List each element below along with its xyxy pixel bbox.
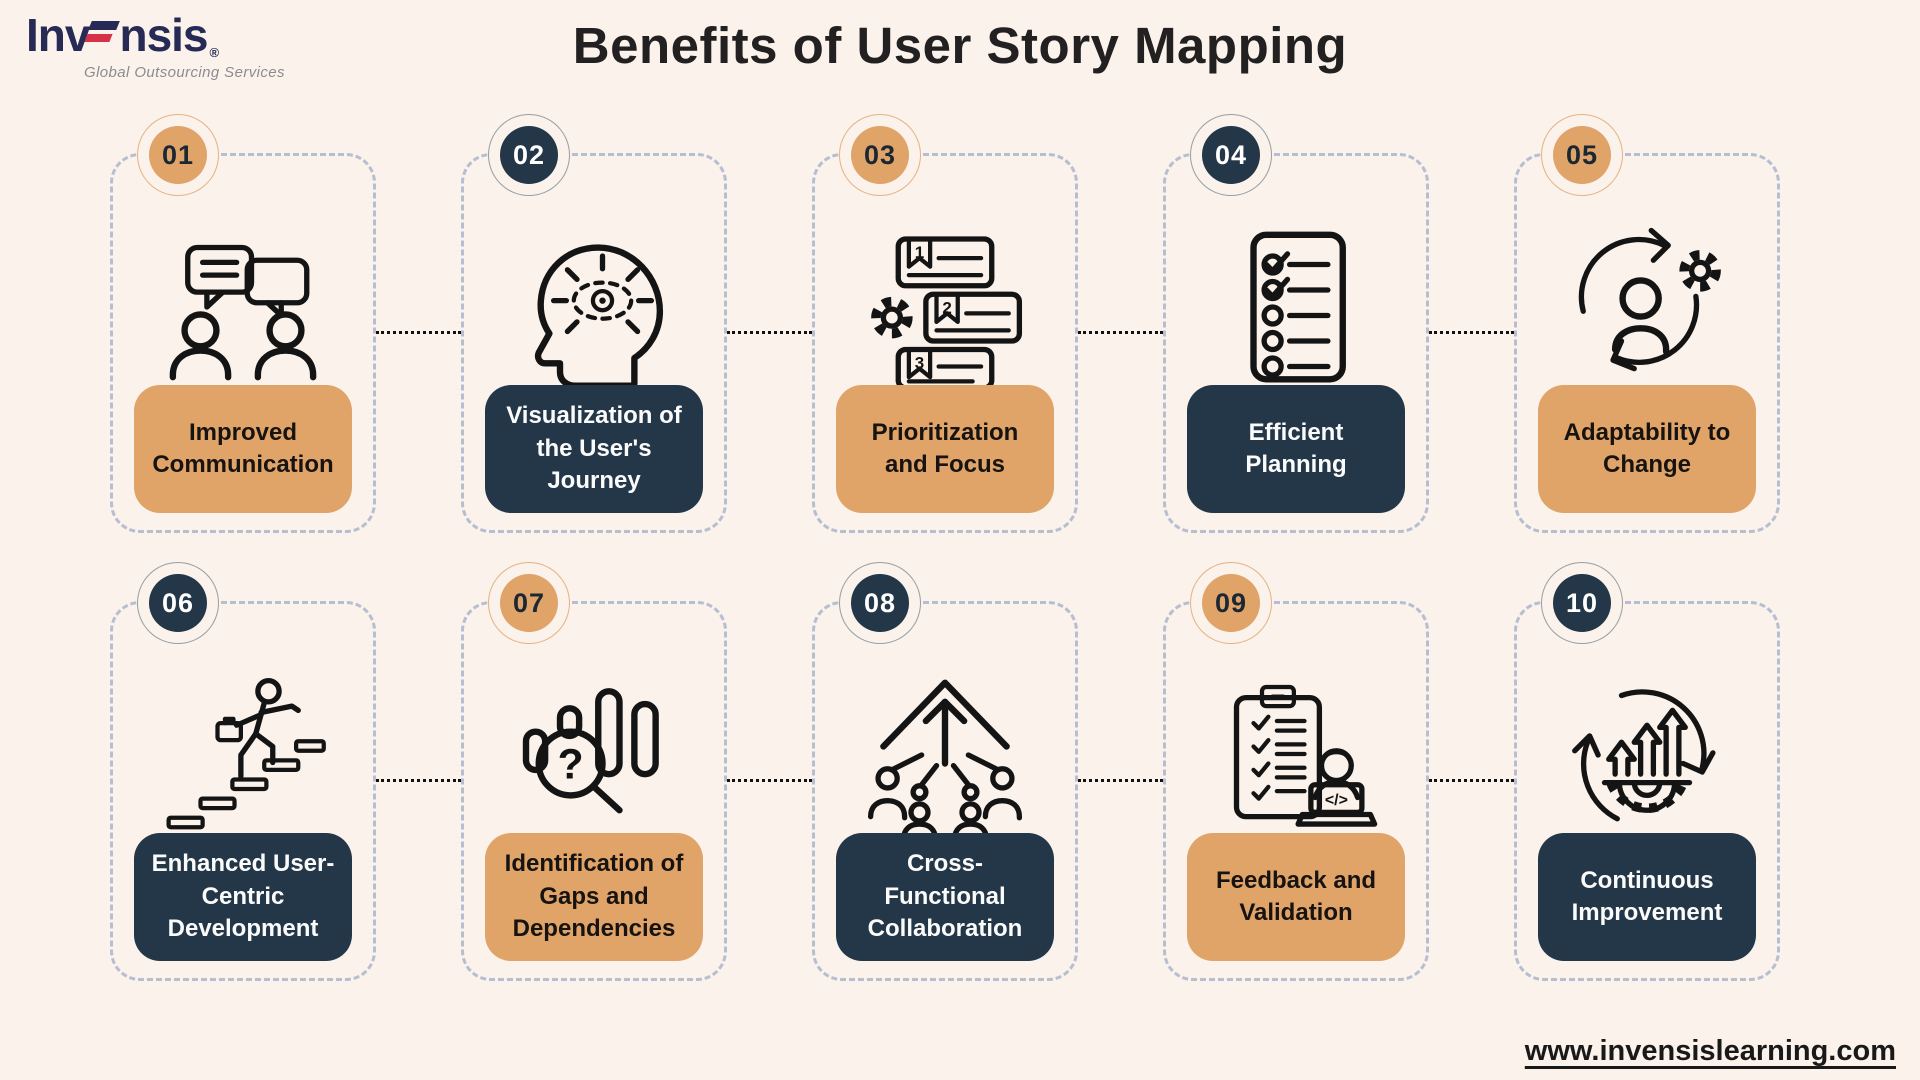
benefit-label: Prioritization and Focus — [836, 385, 1054, 513]
connector-dotted-line — [1429, 779, 1514, 782]
adaptability-icon — [1578, 227, 1721, 372]
number-badge: 07 — [500, 574, 558, 632]
card-icon-area — [113, 650, 373, 860]
number-badge-halo: 04 — [1190, 114, 1272, 196]
website-link[interactable]: www.invensislearning.com — [1524, 1035, 1896, 1067]
number-badge-halo: 06 — [137, 562, 219, 644]
number-badge-halo: 07 — [488, 562, 570, 644]
benefit-card-08: 08 Cross- Func — [812, 562, 1078, 981]
card-icon-area — [113, 202, 373, 412]
number-badge-halo: 08 — [839, 562, 921, 644]
card-icon-area — [1517, 650, 1777, 860]
number-badge: 09 — [1202, 574, 1260, 632]
benefit-card-10: 10 Continuous Improvement — [1514, 562, 1780, 981]
number-badge: 06 — [149, 574, 207, 632]
number-badge: 08 — [851, 574, 909, 632]
card-icon-area — [1166, 202, 1426, 412]
benefit-card-05: 05 Adaptability to Change — [1514, 114, 1780, 533]
connector-dotted-line — [376, 331, 461, 334]
benefit-label: Continuous Improvement — [1538, 833, 1756, 961]
career-stairs-icon — [166, 677, 326, 830]
svg-text:3: 3 — [915, 354, 924, 373]
card-icon-area — [815, 650, 1075, 860]
feedback-clipboard-icon: </> — [1233, 684, 1378, 827]
svg-text:</>: </> — [1325, 792, 1348, 809]
number-badge-halo: 05 — [1541, 114, 1623, 196]
benefit-card-01: 01 Improved Communication — [110, 114, 376, 533]
card-icon-area: </> — [1166, 650, 1426, 860]
benefit-label: Efficient Planning — [1187, 385, 1405, 513]
number-badge-halo: 10 — [1541, 562, 1623, 644]
number-badge: 01 — [149, 126, 207, 184]
number-badge: 03 — [851, 126, 909, 184]
number-badge-halo: 09 — [1190, 562, 1272, 644]
card-icon-area — [1517, 202, 1777, 412]
gap-search-icon: ? — [522, 688, 659, 814]
number-badge-halo: 01 — [137, 114, 219, 196]
number-badge: 10 — [1553, 574, 1611, 632]
benefit-label: Enhanced User- Centric Development — [134, 833, 352, 961]
connector-dotted-line — [727, 331, 812, 334]
svg-text:2: 2 — [942, 298, 951, 317]
benefit-card-07: 07 ? Identification of Gaps and Dependen… — [461, 562, 727, 981]
connector-dotted-line — [1429, 331, 1514, 334]
benefit-card-03: 03 1 2 3 Prioritization and Focus — [812, 114, 1078, 533]
communication-icon — [169, 244, 317, 381]
registered-trademark: ® — [209, 45, 220, 60]
benefit-label: Visualization of the User's Journey — [485, 385, 703, 513]
benefit-card-04: 04 Efficient Planning — [1163, 114, 1429, 533]
connector-dotted-line — [1078, 779, 1163, 782]
prioritization-icon: 1 2 3 — [871, 236, 1023, 391]
svg-text:1: 1 — [915, 243, 924, 262]
card-icon-area: 1 2 3 — [815, 202, 1075, 412]
svg-text:?: ? — [558, 741, 584, 788]
connector-dotted-line — [727, 779, 812, 782]
connector-dotted-line — [1078, 331, 1163, 334]
benefit-label: Identification of Gaps and Dependencies — [485, 833, 703, 961]
benefit-label: Feedback and Validation — [1187, 833, 1405, 961]
number-badge: 02 — [500, 126, 558, 184]
card-icon-area — [464, 202, 724, 412]
benefit-card-09: 09 </> Feedback and Validation — [1163, 562, 1429, 981]
number-badge-halo: 03 — [839, 114, 921, 196]
connector-dotted-line — [376, 779, 461, 782]
number-badge: 04 — [1202, 126, 1260, 184]
planning-checklist-icon — [1250, 231, 1346, 383]
benefit-label: Cross- Functional Collaboration — [836, 833, 1054, 961]
card-icon-area: ? — [464, 650, 724, 860]
benefit-card-02: 02 Visualization of the User's Journey — [461, 114, 727, 533]
benefit-label: Improved Communication — [134, 385, 352, 513]
collaboration-arrow-icon — [867, 679, 1023, 840]
continuous-improvement-icon — [1572, 689, 1716, 822]
page-title: Benefits of User Story Mapping — [572, 17, 1348, 74]
benefit-label: Adaptability to Change — [1538, 385, 1756, 513]
user-journey-icon — [534, 244, 664, 389]
logo-tagline: Global Outsourcing Services — [84, 64, 285, 81]
number-badge-halo: 02 — [488, 114, 570, 196]
number-badge: 05 — [1553, 126, 1611, 184]
benefit-card-06: 06 Enhanced User- Centric Development — [110, 562, 376, 981]
